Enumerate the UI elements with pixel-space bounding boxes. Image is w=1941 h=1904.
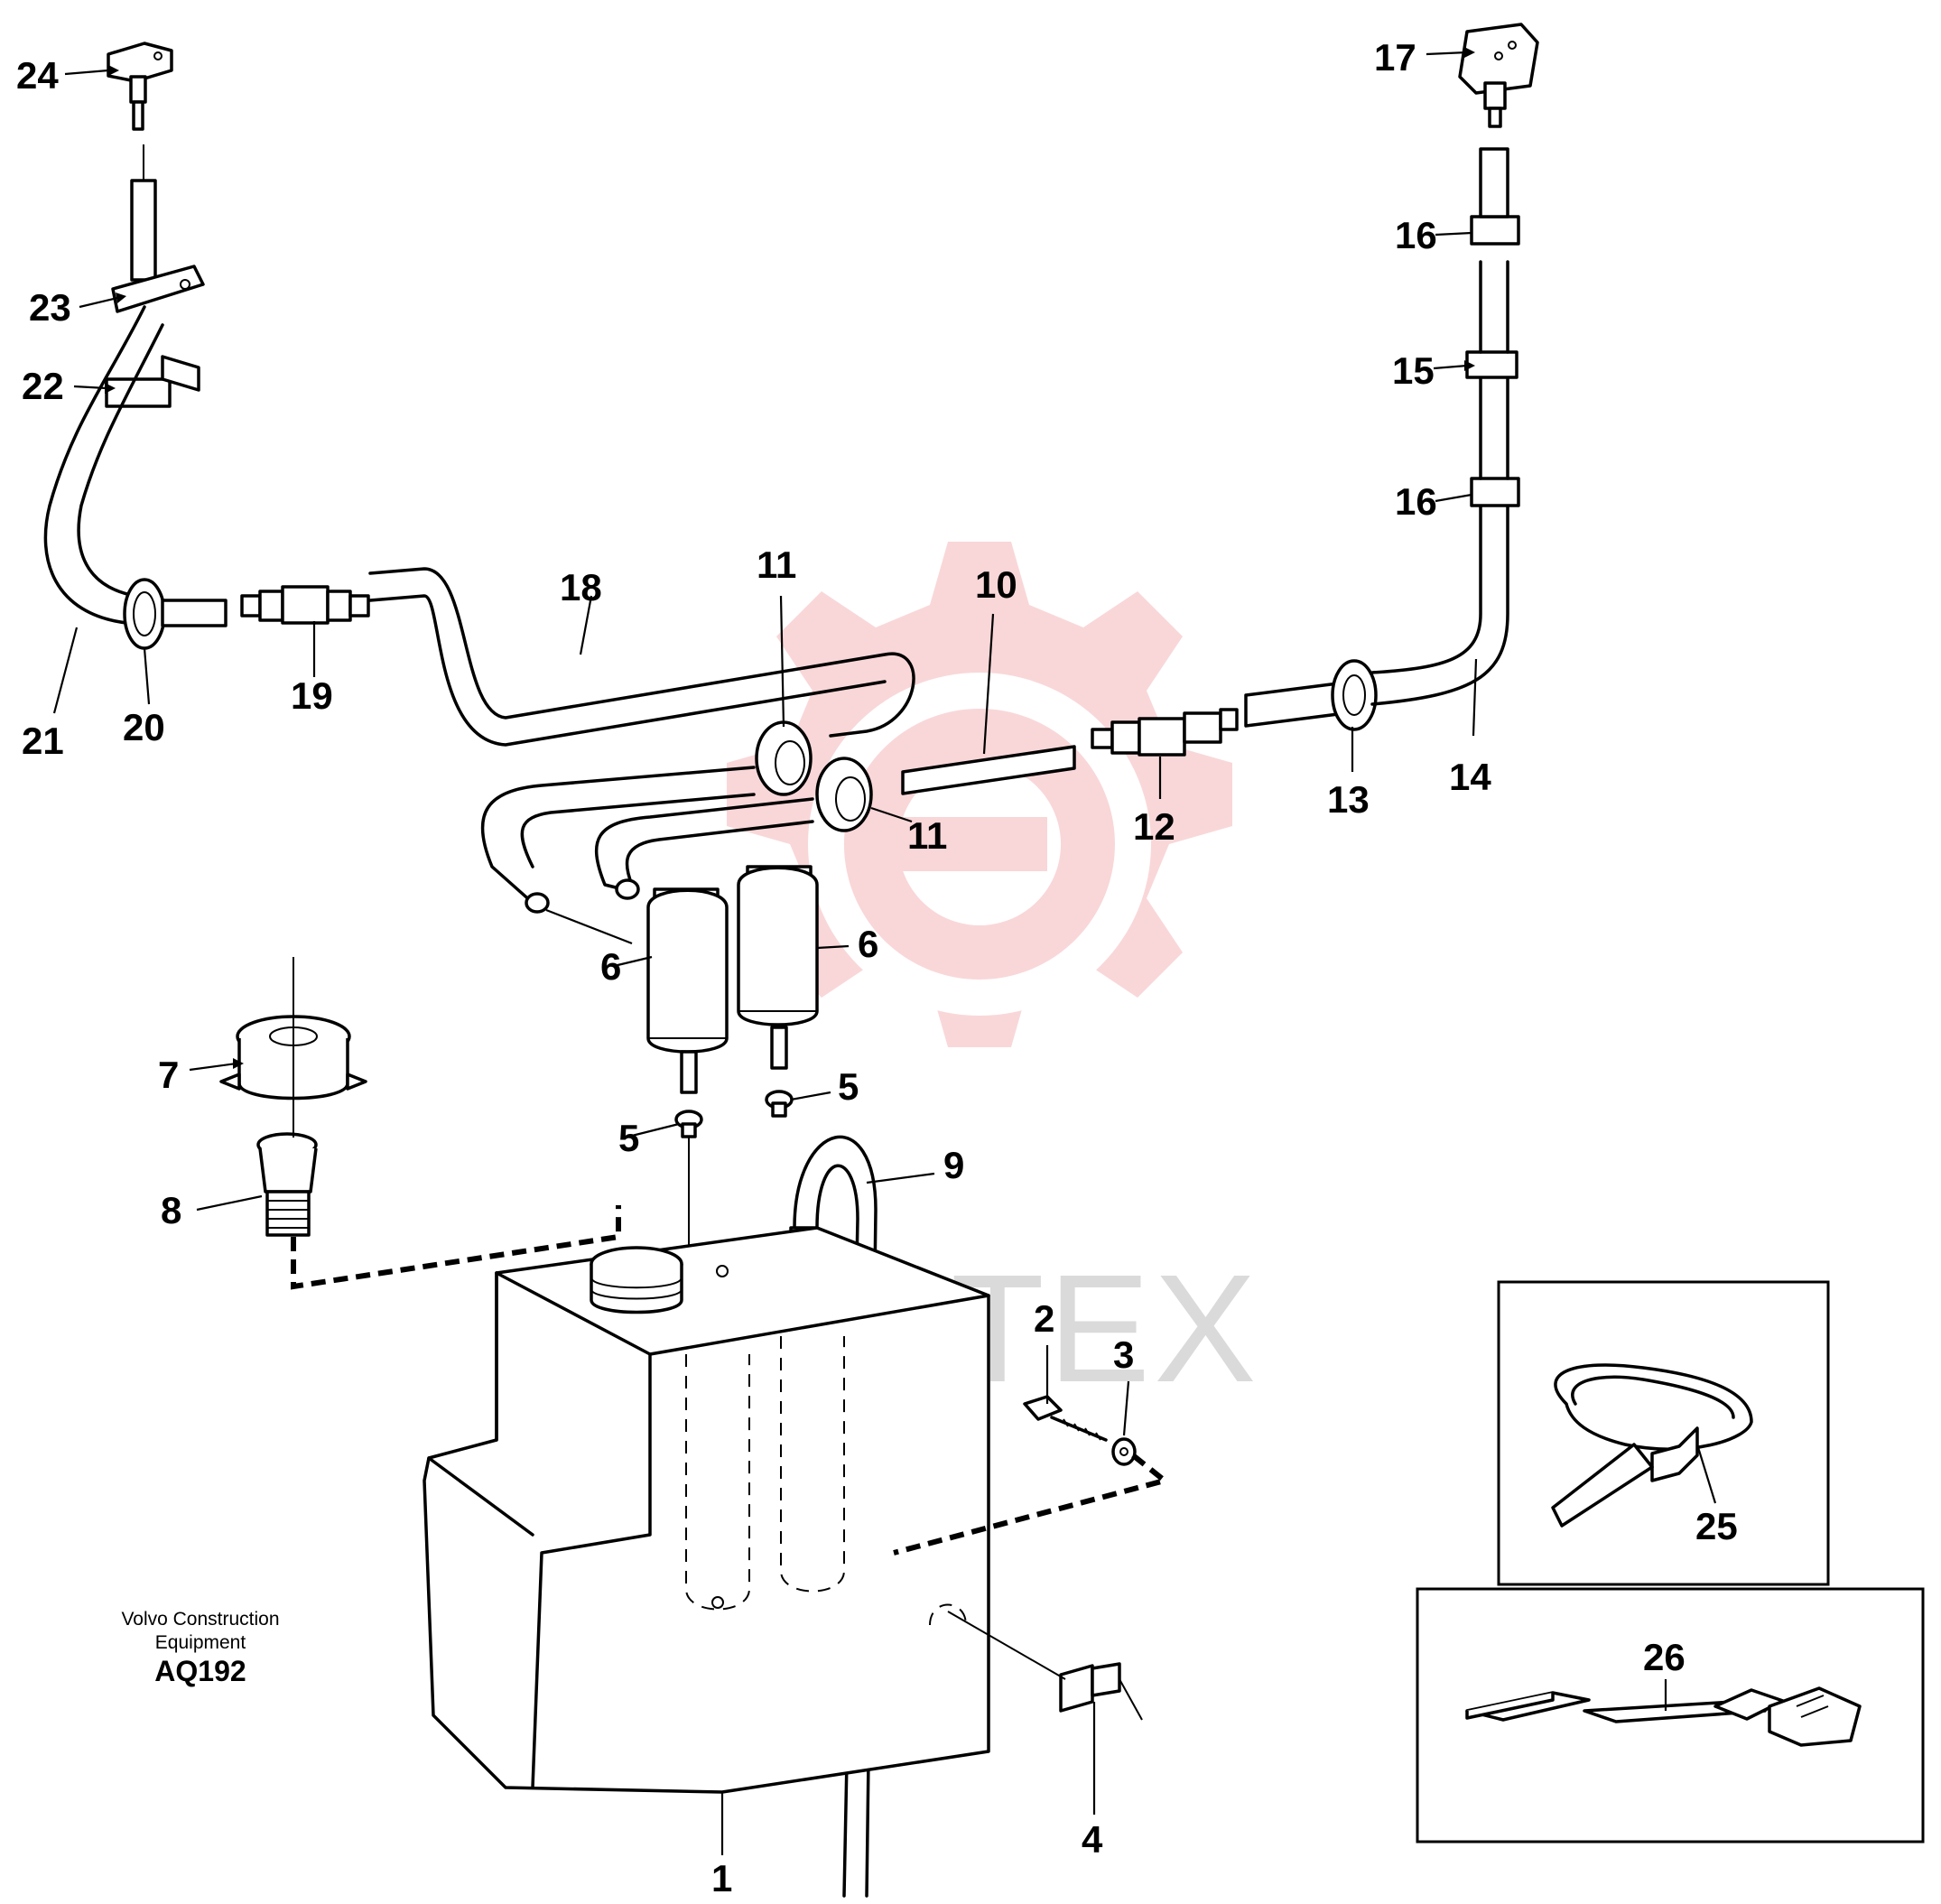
callout-7: 7 xyxy=(158,1054,179,1096)
hose-21 xyxy=(43,305,164,625)
callout-6-right: 6 xyxy=(858,923,878,965)
callout-3: 3 xyxy=(1113,1333,1134,1376)
callout-15: 15 xyxy=(1392,349,1435,392)
callout-24: 24 xyxy=(16,54,59,97)
hose-to-pump-left xyxy=(480,766,756,914)
callout-21: 21 xyxy=(22,720,64,762)
clamp-16-lower xyxy=(1470,377,1520,507)
callout-19: 19 xyxy=(291,674,333,717)
clip-4-axis xyxy=(947,1611,1066,1680)
callout-11-lower: 11 xyxy=(907,814,947,857)
tube-10 xyxy=(901,745,1076,795)
nozzle-right xyxy=(1458,23,1539,128)
callout-12: 12 xyxy=(1133,805,1175,848)
caption-line-1: Volvo Construction xyxy=(121,1609,279,1630)
callout-1: 1 xyxy=(711,1857,732,1899)
callout-23: 23 xyxy=(29,286,71,329)
hose-14 xyxy=(1370,504,1509,706)
hose-18 xyxy=(368,567,915,747)
callout-8: 8 xyxy=(161,1189,181,1231)
callout-4: 4 xyxy=(1082,1818,1103,1861)
hose-to-pump-right xyxy=(594,797,814,900)
callout-16-upper: 16 xyxy=(1395,214,1437,256)
inset-cable-tie xyxy=(1497,1280,1830,1586)
grommet-13 xyxy=(1244,659,1378,731)
callout-16-lower: 16 xyxy=(1395,480,1437,523)
grommet-11-lower xyxy=(815,757,873,832)
callout-18: 18 xyxy=(560,566,602,608)
caption-code: AQ192 xyxy=(154,1655,246,1687)
clip-22 xyxy=(105,355,200,408)
pump-6-left xyxy=(646,887,729,1094)
callout-13: 13 xyxy=(1327,778,1370,821)
leader-lines xyxy=(52,47,1717,1855)
strainer-8 xyxy=(256,1132,318,1237)
nozzle-left xyxy=(107,42,173,131)
clamp-16-upper xyxy=(1470,147,1520,246)
tank-mount-hole xyxy=(929,1603,967,1626)
bolt-to-tank-dash xyxy=(893,1453,1171,1556)
callout-14: 14 xyxy=(1449,756,1491,798)
caption-line-2: Equipment xyxy=(155,1632,246,1653)
strainer-to-tank-dash xyxy=(291,1205,621,1290)
inset-clamp-strap xyxy=(1416,1587,1925,1844)
grommet-20 xyxy=(123,578,228,650)
connector-19 xyxy=(240,585,370,625)
callout-10: 10 xyxy=(975,563,1017,606)
callout-6-left: 6 xyxy=(600,945,621,988)
callout-17: 17 xyxy=(1374,36,1416,79)
clamp-23 xyxy=(111,265,205,313)
callout-11-upper: 11 xyxy=(757,543,796,586)
pipe-left-vertical xyxy=(130,144,157,282)
pump-6-right xyxy=(737,865,819,1070)
callout-5-left: 5 xyxy=(618,1117,639,1159)
callout-2: 2 xyxy=(1034,1297,1054,1340)
callout-9: 9 xyxy=(943,1144,964,1186)
clip-4 xyxy=(1059,1662,1143,1721)
caption-block: Volvo Construction Equipment AQ192 xyxy=(121,1609,279,1687)
bolt-2 xyxy=(1023,1395,1108,1442)
grommet-11-upper xyxy=(755,720,813,796)
tank-1 xyxy=(423,1226,990,1794)
callout-22: 22 xyxy=(22,365,64,407)
callout-5-right: 5 xyxy=(838,1065,859,1108)
callout-20: 20 xyxy=(123,706,165,748)
connector-12 xyxy=(1091,708,1239,757)
callout-25: 25 xyxy=(1695,1505,1738,1547)
callout-26: 26 xyxy=(1643,1636,1686,1678)
clip-15 xyxy=(1465,260,1518,379)
washer-3 xyxy=(1111,1437,1137,1466)
grommet-5-right xyxy=(765,1090,794,1118)
callouts: 24 23 22 21 20 19 18 11 10 11 12 13 14 1… xyxy=(16,36,1738,1899)
grommet-5-left xyxy=(674,1110,703,1138)
